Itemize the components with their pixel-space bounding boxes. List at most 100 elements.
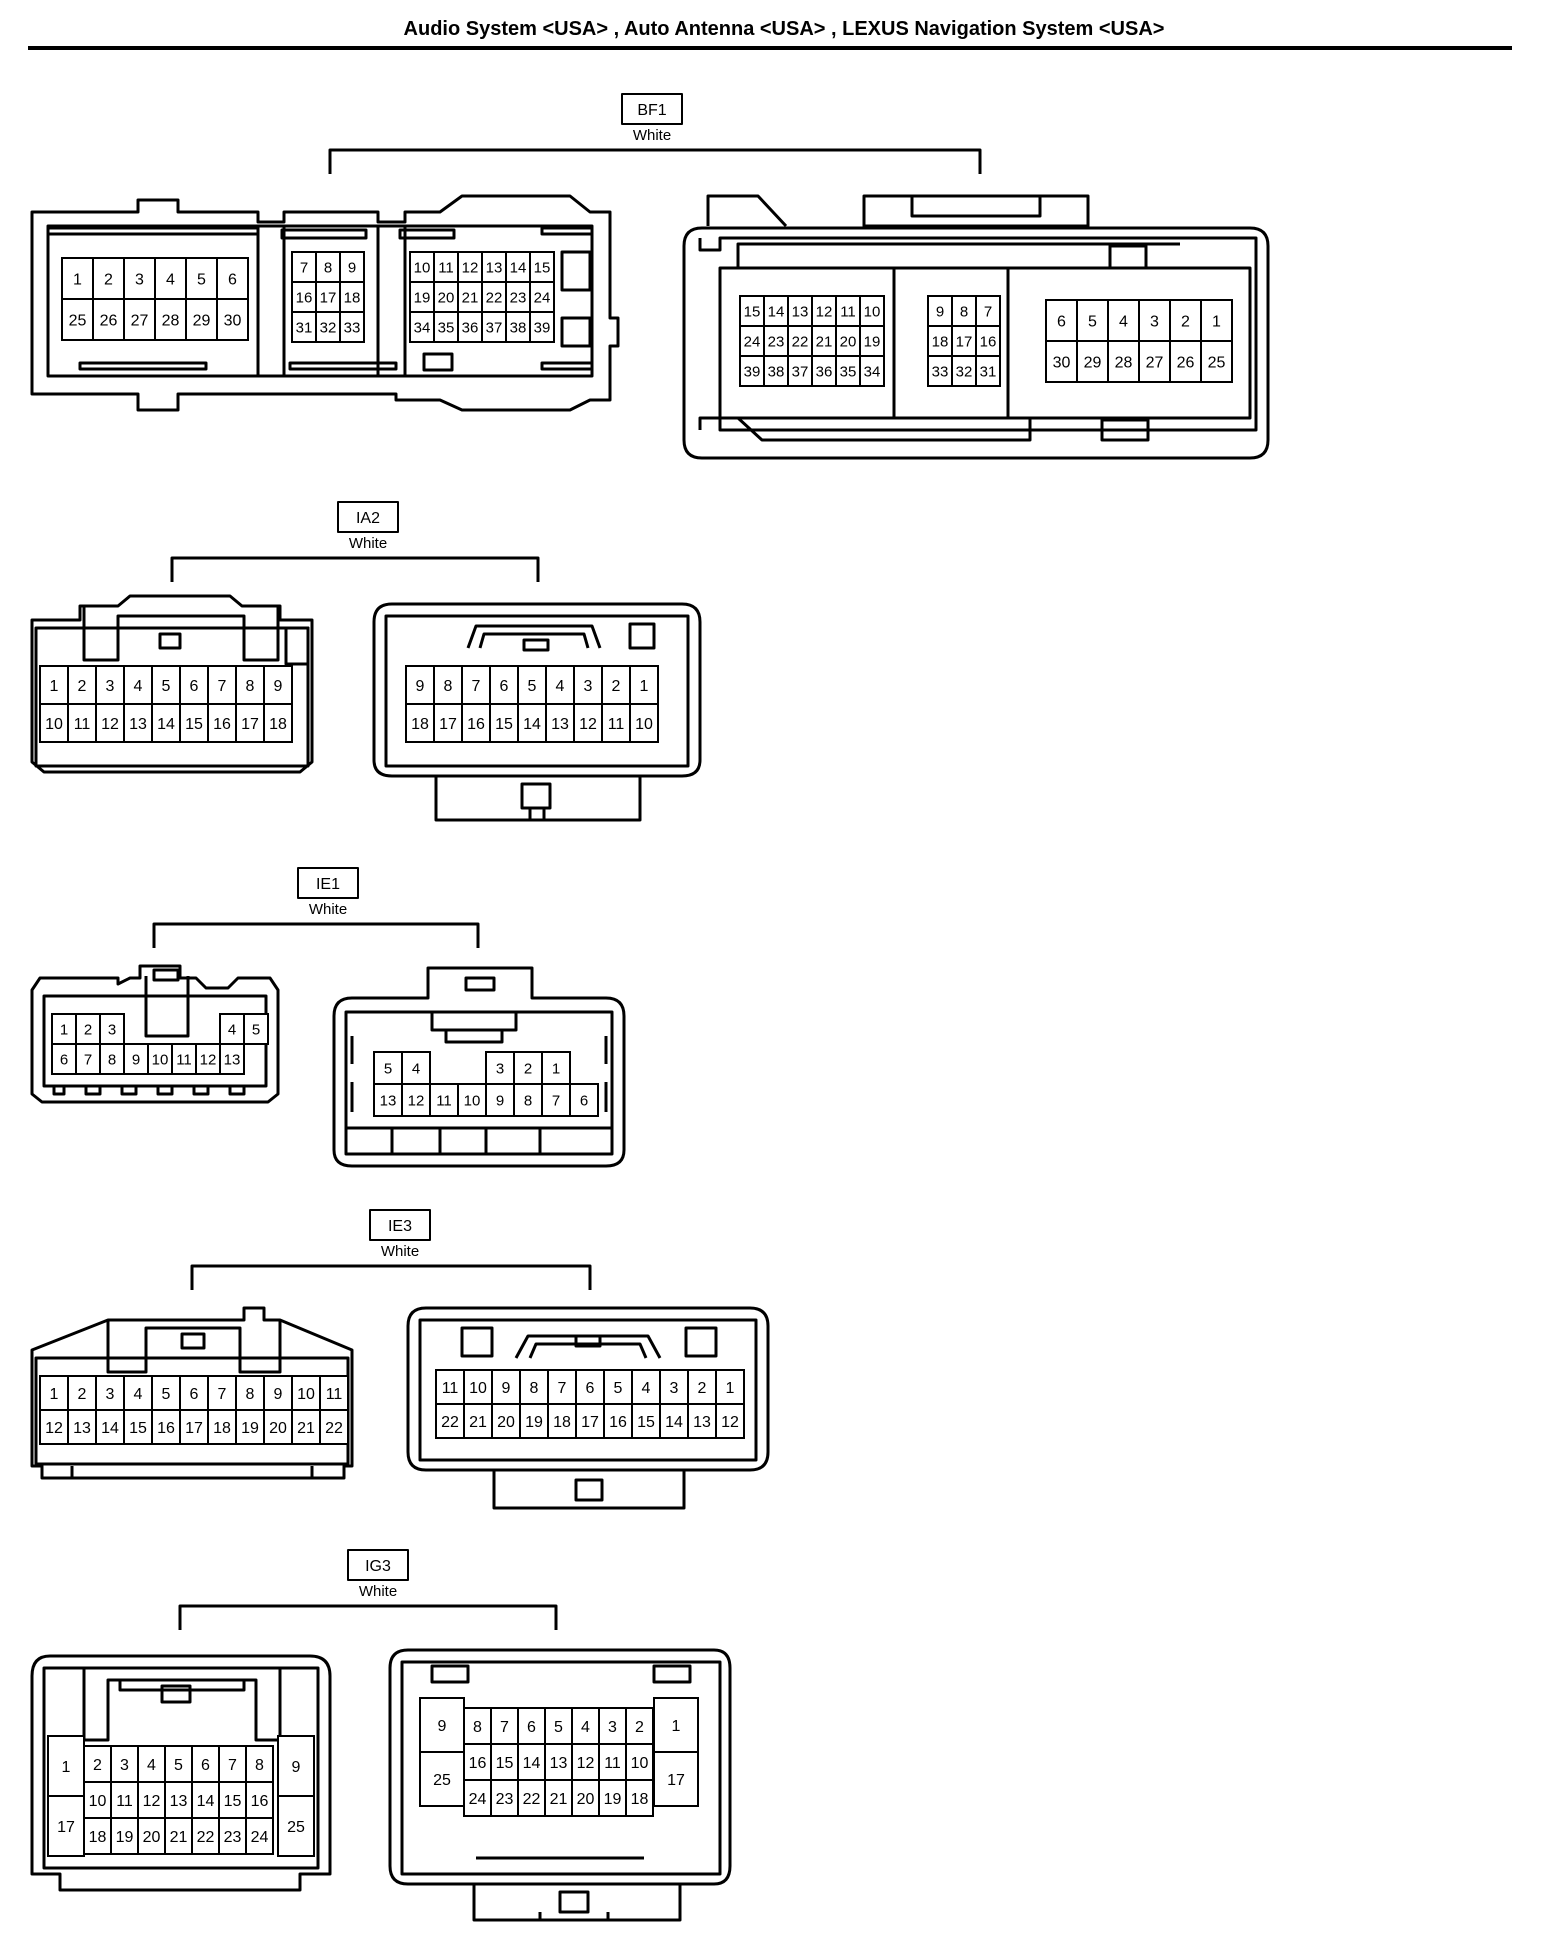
ie3-left-pin-15-label: 15 [129,1420,147,1437]
ig3-right-pin-7-label: 7 [500,1719,509,1736]
bf1-left-pin-39: 39 [529,311,555,343]
ig3-right-pin-24: 24 [463,1779,492,1817]
ie1-right-pin-5-label: 5 [384,1060,392,1077]
ig3-right-pin-20: 20 [571,1779,600,1817]
connector-code: IE1 [316,876,340,893]
ia2-right-pin-3-label: 3 [584,678,593,695]
ie1-right-pin-7: 7 [541,1083,571,1117]
bf1-right-pin-23: 23 [763,325,789,357]
bf1-right-pin-30-label: 30 [1053,354,1071,371]
ie3-right-pin-18-label: 18 [553,1414,571,1431]
bf1-right-pin-9-label: 9 [936,303,944,320]
ia2-left-pin-8: 8 [235,665,265,705]
bf1-right-pin-29: 29 [1076,340,1109,383]
ie1-left-pin-2: 2 [75,1013,101,1045]
ig3-right-pin-2: 2 [625,1707,654,1745]
connector-color: White [309,901,347,918]
ia2-left-pin-11: 11 [67,703,97,743]
ig3-right-pin-18-label: 18 [631,1791,649,1808]
ie1-right-pin-9-label: 9 [496,1092,504,1109]
ig3-left-pin-5: 5 [164,1745,193,1783]
bf1-left-pin-29-label: 29 [193,312,211,329]
bf1-left-pin-29: 29 [185,298,218,341]
bf1-left-pin-31: 31 [291,311,317,343]
bf1-left-pin-2-label: 2 [104,271,113,288]
ig3-right-pin-11-label: 11 [604,1755,621,1772]
bf1-left-pin-21-label: 21 [462,289,479,306]
ig3-left-pin-18-label: 18 [89,1829,107,1846]
ia2-left-pin-4-label: 4 [134,678,143,695]
ie3-right-pin-21: 21 [463,1403,493,1439]
bf1-left-pin-5: 5 [185,257,218,300]
ia2-left-pin-2: 2 [67,665,97,705]
ig3-left-pin-14-label: 14 [197,1793,215,1810]
ie3-left-pin-16: 16 [151,1409,181,1445]
ie3-left-pin-14: 14 [95,1409,125,1445]
bf1-left-pin-10: 10 [409,251,435,283]
bf1-right-pin-27-label: 27 [1146,354,1164,371]
bf1-left-pin-33-label: 33 [344,319,361,336]
ig3-right-pin-9: 9 [419,1697,465,1753]
ig3-right-pin-12: 12 [571,1743,600,1781]
ie1-right-pin-13: 13 [373,1083,403,1117]
ig3-left-pin-11-label: 11 [116,1793,133,1810]
ie3-right-pin-3: 3 [659,1369,689,1405]
ia2-right-pin-17-label: 17 [439,716,457,733]
ie3-left-pin-18: 18 [207,1409,237,1445]
bf1-left-pin-18: 18 [339,281,365,313]
bf1-left-pin-19-label: 19 [414,289,431,306]
ie3-right-pin-5: 5 [603,1369,633,1405]
bf1-left-pin-2: 2 [92,257,125,300]
ia2-left-pin-8-label: 8 [246,678,255,695]
ia2-right-pin-18: 18 [405,703,435,743]
ie1-right-pin-12-label: 12 [408,1092,425,1109]
ig3-left-pin-6: 6 [191,1745,220,1783]
ie3-right-pin-4-label: 4 [642,1380,651,1397]
bf1-left-pin-13-label: 13 [486,259,503,276]
ia2-right-pin-16: 16 [461,703,491,743]
bf1-left-pin-28: 28 [154,298,187,341]
bf1-right-pin-33: 33 [927,355,953,387]
ie3-left-pin-12-label: 12 [45,1420,63,1437]
ie3-right-pin-20: 20 [491,1403,521,1439]
ie3-right-pin-2-label: 2 [698,1380,707,1397]
ie3-left-pin-5: 5 [151,1375,181,1411]
ig3-left-pin-18: 18 [83,1817,112,1855]
ia2-right-pin-7-label: 7 [472,678,481,695]
ie1-right-pin-11: 11 [429,1083,459,1117]
bf1-right-pin-11: 11 [835,295,861,327]
bf1-right-pin-31-label: 31 [980,363,997,380]
bracket [178,1604,558,1630]
ig3-right-pin-11: 11 [598,1743,627,1781]
ig3-left-pin-2: 2 [83,1745,112,1783]
bf1-right-pin-11-label: 11 [840,303,856,320]
ie3-left-pin-19: 19 [235,1409,265,1445]
ig3-right-pin-4: 4 [571,1707,600,1745]
ia2-left-pin-11-label: 11 [74,716,91,733]
ie1-right-pin-5: 5 [373,1051,403,1085]
ia2-right-pin-9: 9 [405,665,435,705]
ia2-left-pin-14-label: 14 [157,716,175,733]
ig3-right-pin-19-label: 19 [604,1791,622,1808]
bf1-left-pin-16: 16 [291,281,317,313]
bf1-right-pin-2: 2 [1169,299,1202,342]
ie1-right-pin-4-label: 4 [412,1060,420,1077]
ie1-left-pin-6: 6 [51,1043,77,1075]
ie1-left-pin-8: 8 [99,1043,125,1075]
ig3-right-pin-12-label: 12 [577,1755,595,1772]
ie3-right-pin-20-label: 20 [497,1414,515,1431]
ia2-left-pin-2-label: 2 [78,678,87,695]
ia2-right-pin-10: 10 [629,703,659,743]
bf1-right-pin-36-label: 36 [816,363,833,380]
ig3-right-pin-21: 21 [544,1779,573,1817]
bf1-left-pin-27: 27 [123,298,156,341]
bf1-right-pin-7: 7 [975,295,1001,327]
ig3-right-pin-18: 18 [625,1779,654,1817]
bf1-left-pin-37-label: 37 [486,319,503,336]
ia2-right-pin-3: 3 [573,665,603,705]
bf1-right-pin-17: 17 [951,325,977,357]
bf1-right-pin-34-label: 34 [864,363,881,380]
bf1-left-pin-38: 38 [505,311,531,343]
bf1-left-pin-31-label: 31 [296,319,313,336]
